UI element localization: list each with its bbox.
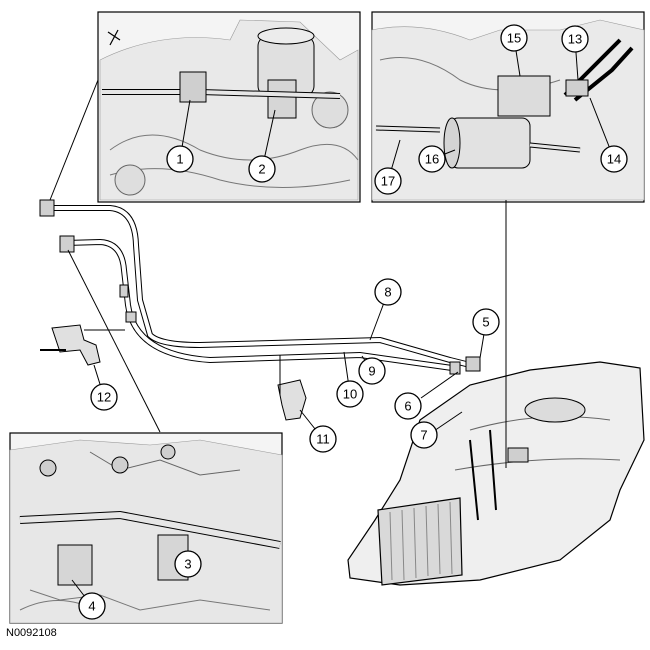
svg-text:4: 4 bbox=[88, 599, 95, 614]
callout-4: 4 bbox=[78, 592, 106, 620]
svg-text:11: 11 bbox=[316, 432, 330, 447]
callout-15: 15 bbox=[500, 24, 528, 52]
fuel-tank-assembly bbox=[347, 361, 645, 586]
svg-text:14: 14 bbox=[607, 152, 621, 167]
callout-2: 2 bbox=[248, 155, 276, 183]
inset-bottom-left bbox=[9, 432, 283, 624]
svg-text:16: 16 bbox=[425, 152, 439, 167]
callout-10: 10 bbox=[336, 380, 364, 408]
svg-text:13: 13 bbox=[568, 32, 582, 47]
svg-text:12: 12 bbox=[97, 390, 111, 405]
svg-text:17: 17 bbox=[381, 174, 395, 189]
svg-text:3: 3 bbox=[184, 557, 191, 572]
svg-text:7: 7 bbox=[420, 428, 427, 443]
callout-11: 11 bbox=[309, 425, 337, 453]
bracket-12 bbox=[40, 324, 101, 366]
callout-8: 8 bbox=[374, 278, 402, 306]
svg-text:8: 8 bbox=[384, 285, 391, 300]
figure-reference-code: N0092108 bbox=[6, 627, 57, 639]
svg-text:15: 15 bbox=[507, 31, 521, 46]
callout-1: 1 bbox=[166, 145, 194, 173]
main-fuel-lines bbox=[39, 199, 481, 375]
svg-text:5: 5 bbox=[482, 315, 489, 330]
callout-12: 12 bbox=[90, 383, 118, 411]
svg-text:10: 10 bbox=[343, 387, 357, 402]
svg-text:9: 9 bbox=[368, 364, 375, 379]
callout-17: 17 bbox=[374, 167, 402, 195]
callout-16: 16 bbox=[418, 145, 446, 173]
callout-13: 13 bbox=[561, 25, 589, 53]
svg-text:2: 2 bbox=[258, 162, 265, 177]
svg-text:1: 1 bbox=[176, 152, 183, 167]
callout-3: 3 bbox=[174, 550, 202, 578]
callout-7: 7 bbox=[410, 421, 438, 449]
callout-14: 14 bbox=[600, 145, 628, 173]
svg-text:6: 6 bbox=[404, 399, 411, 414]
inset-top-left bbox=[97, 11, 361, 203]
bracket-11 bbox=[277, 379, 307, 421]
callout-9: 9 bbox=[358, 357, 386, 385]
inset-top-right bbox=[371, 11, 645, 203]
callout-5: 5 bbox=[472, 308, 500, 336]
callout-6: 6 bbox=[394, 392, 422, 420]
